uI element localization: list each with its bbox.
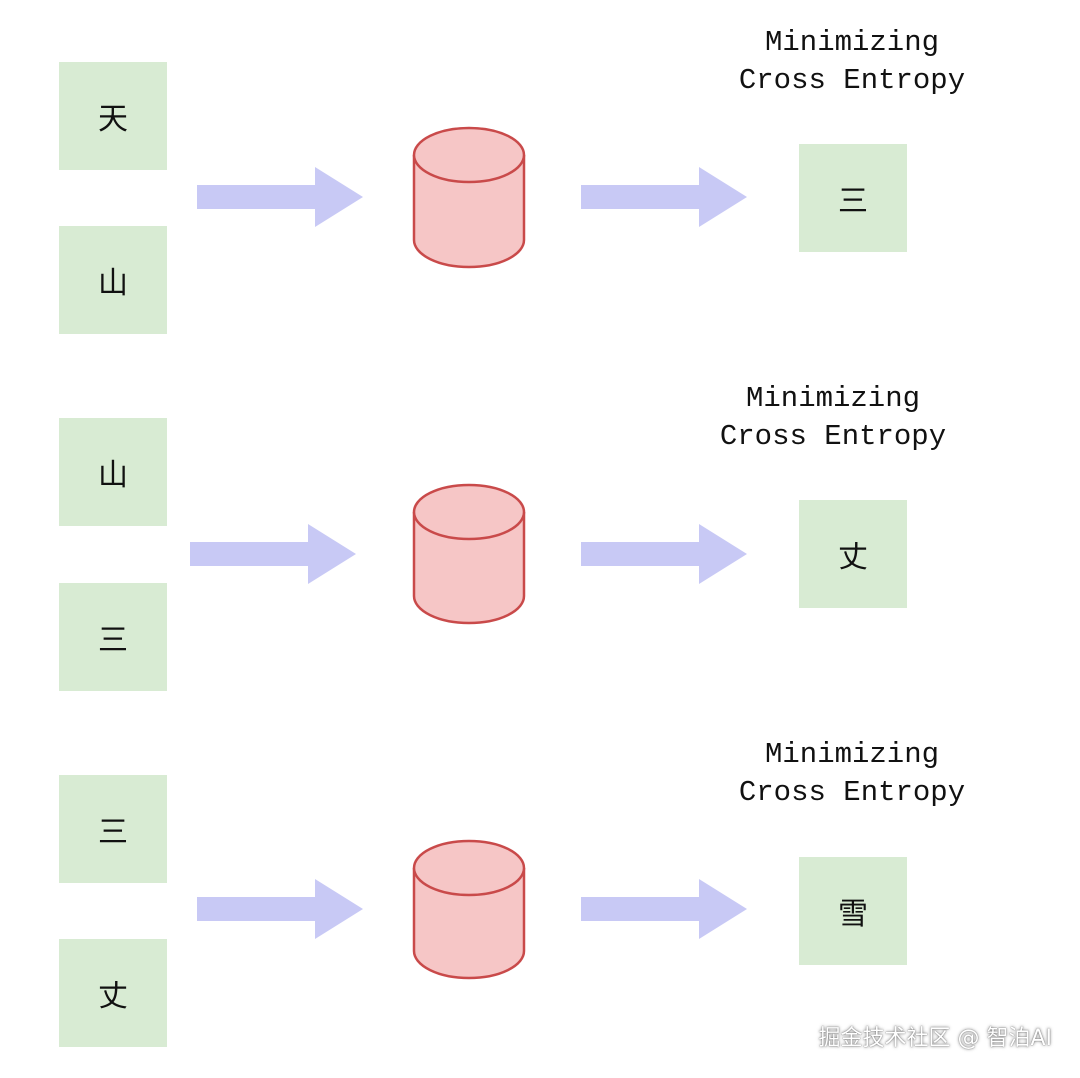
output-arrow — [581, 524, 747, 584]
loss-label-line2: Cross Entropy — [738, 776, 966, 809]
loss-label-line1: Minimizing — [764, 738, 940, 771]
watermark: 掘金技术社区 @ 智泊AI — [818, 1026, 1052, 1051]
output-arrow — [581, 167, 747, 227]
model-cylinder — [412, 839, 526, 980]
model-cylinder — [412, 126, 526, 269]
loss-label: Minimizing Cross Entropy — [702, 736, 1002, 812]
output-token-tile: 雪 — [799, 857, 907, 965]
input-arrow — [197, 879, 363, 939]
input-token-tile: 山 — [59, 418, 167, 526]
input-token-tile: 三 — [59, 583, 167, 691]
loss-label-line1: Minimizing — [745, 382, 921, 415]
input-token-tile: 丈 — [59, 939, 167, 1047]
input-token-tile: 天 — [59, 62, 167, 170]
model-cylinder — [412, 483, 526, 625]
output-arrow — [581, 879, 747, 939]
input-token-tile: 山 — [59, 226, 167, 334]
input-token-tile: 三 — [59, 775, 167, 883]
loss-label-line2: Cross Entropy — [719, 420, 947, 453]
loss-label: Minimizing Cross Entropy — [702, 24, 1002, 100]
input-arrow — [197, 167, 363, 227]
input-arrow — [190, 524, 356, 584]
loss-label-line2: Cross Entropy — [738, 64, 966, 97]
loss-label: Minimizing Cross Entropy — [683, 380, 983, 456]
output-token-tile: 三 — [799, 144, 907, 252]
output-token-tile: 丈 — [799, 500, 907, 608]
loss-label-line1: Minimizing — [764, 26, 940, 59]
